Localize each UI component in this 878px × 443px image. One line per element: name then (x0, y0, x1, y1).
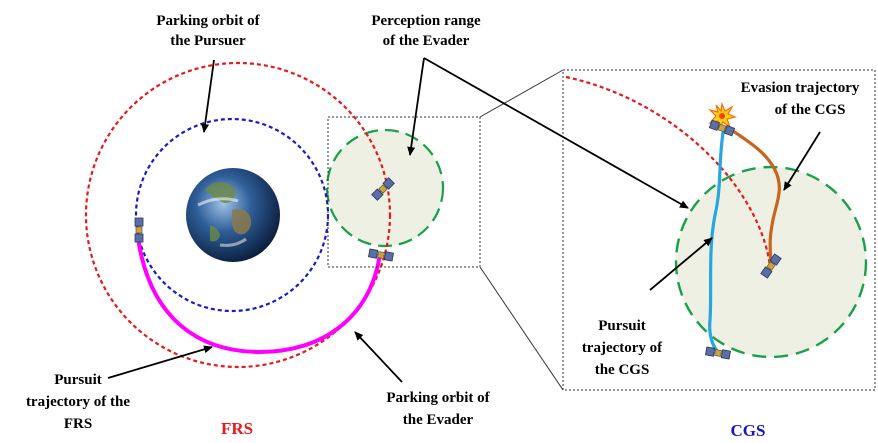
label-evasion-line2: of the CGS (775, 102, 846, 118)
zoom-connector-bottom (479, 266, 564, 391)
caption-frs: FRS (221, 419, 253, 438)
arrow-evasion (783, 131, 821, 191)
label-evasion-line1: Evasion trajectory (741, 80, 860, 96)
evader-orbit-cgs (565, 75, 772, 271)
zoom-box (327, 116, 481, 268)
label-parking-evader-line2: the Evader (403, 412, 474, 428)
label-parking-evader-line1: Parking orbit of (386, 390, 490, 406)
label-pursuit-frs-line3: FRS (64, 416, 92, 432)
satellite-icon (134, 217, 144, 243)
label-pursuit-cgs-line2: trajectory of (582, 340, 663, 356)
label-parking-pursuer-line2: the Pursuer (170, 33, 246, 49)
arrow-parking-evader (354, 331, 403, 383)
label-pursuit-cgs-line1: Pursuit (598, 318, 646, 334)
satellite-icon (704, 346, 732, 360)
evader-parking-orbit (84, 61, 392, 369)
label-perception-line1: Perception range (371, 13, 481, 29)
label-perception-line2: of the Evader (383, 33, 470, 49)
arrow-parking-pursuer (201, 59, 215, 133)
caption-cgs: CGS (731, 421, 766, 440)
arrow-perception-left (407, 57, 425, 156)
label-pursuit-cgs-line3: the CGS (595, 362, 650, 378)
label-pursuit-frs-line1: Pursuit (54, 372, 102, 388)
label-pursuit-frs-line2: trajectory of the (26, 394, 130, 410)
zoom-connector-top (479, 69, 564, 118)
earth-icon (186, 168, 280, 262)
pursuit-trajectory-cgs (708, 125, 726, 354)
arrow-pursuit-frs (107, 345, 213, 379)
pursuit-trajectory-frs (136, 237, 382, 355)
label-parking-pursuer-line1: Parking orbit of (156, 13, 260, 29)
arrow-pursuit-cgs (649, 237, 713, 291)
cgs-panel (562, 69, 876, 391)
arrow-perception-right (423, 57, 689, 209)
evasion-trajectory-cgs (725, 124, 781, 269)
